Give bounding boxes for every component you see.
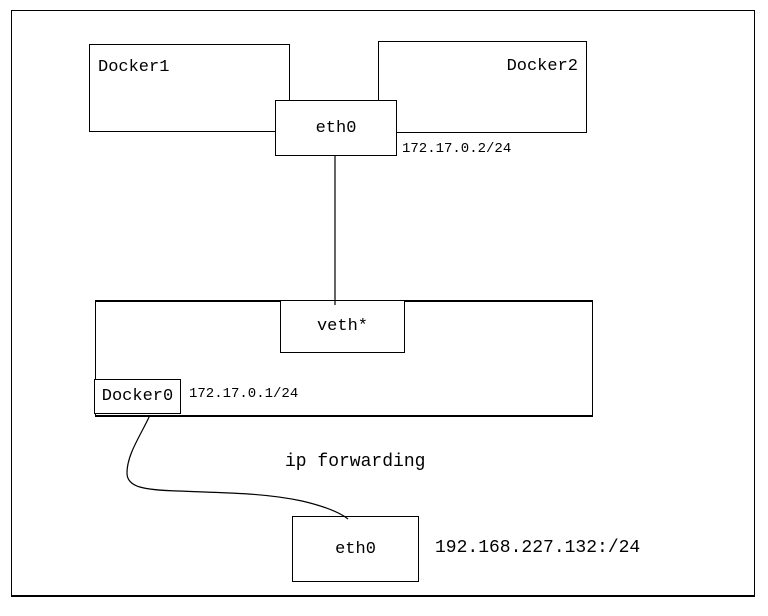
container-eth0-label: eth0 xyxy=(315,118,357,138)
docker0-box: Docker0 xyxy=(94,379,181,414)
container-eth0-ip-label: 172.17.0.2/24 xyxy=(402,141,512,157)
host-eth0-ip-label: 192.168.227.132:/24 xyxy=(435,538,641,558)
host-eth0-box: eth0 xyxy=(292,516,419,582)
host-eth0-label: eth0 xyxy=(335,539,376,559)
container-eth0-box: eth0 xyxy=(275,100,397,156)
veth-box: veth* xyxy=(280,300,405,353)
veth-label: veth* xyxy=(316,317,368,336)
outer-frame xyxy=(11,10,755,597)
docker1-label: Docker1 xyxy=(98,58,170,77)
ip-forwarding-label: ip forwarding xyxy=(285,452,426,472)
docker2-box: Docker2 xyxy=(378,41,587,133)
docker0-ip-label: 172.17.0.1/24 xyxy=(189,386,299,402)
docker0-label: Docker0 xyxy=(101,387,174,406)
docker1-box: Docker1 xyxy=(89,44,290,132)
docker2-label: Docker2 xyxy=(506,57,578,76)
